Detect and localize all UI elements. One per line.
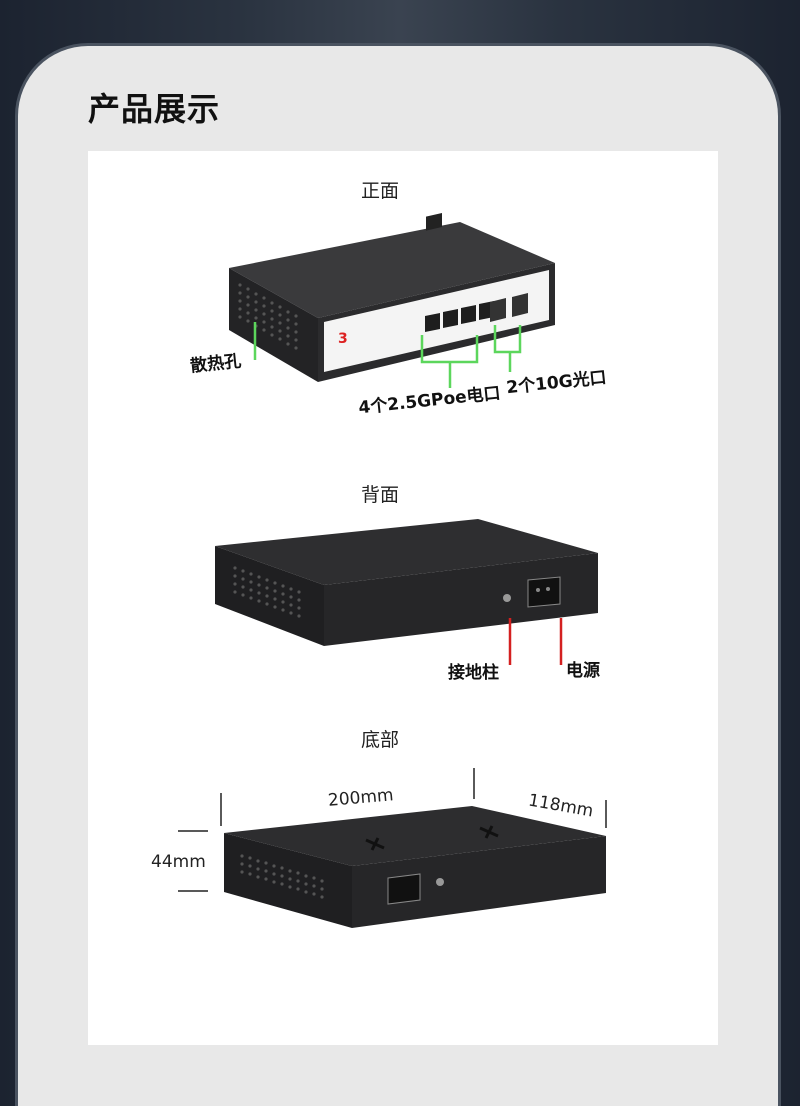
device-illustrations: 3 [178, 212, 607, 928]
svg-text:3: 3 [338, 331, 348, 347]
power-callout: 电源 [566, 661, 600, 681]
height-dimension: 44mm [151, 852, 206, 872]
back-view-label: 背面 [361, 484, 400, 506]
bottom-device-image [178, 768, 607, 928]
back-device-image [215, 519, 598, 665]
bottom-view-label: 底部 [361, 729, 400, 751]
vents-callout: 散热孔 [189, 351, 243, 377]
front-device-image: 3 [229, 212, 555, 388]
section-title: 产品展示 [88, 90, 221, 128]
ground-callout: 接地柱 [448, 663, 499, 683]
front-view-label: 正面 [361, 180, 400, 202]
